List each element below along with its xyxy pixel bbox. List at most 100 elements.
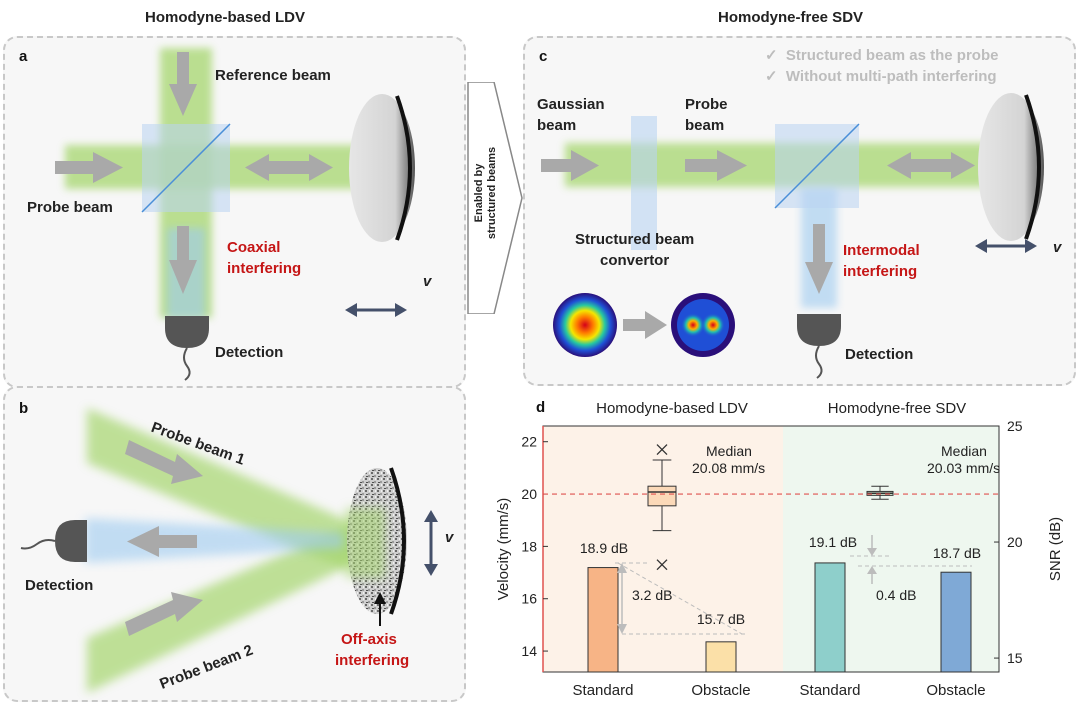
velocity-label-c: v [1053, 239, 1062, 256]
bar-label-1: 18.9 dB [580, 540, 628, 556]
panel-b-drawing [20, 408, 438, 693]
panel-b: b Probe beam 1 Probe beam 2 Detection Of… [3, 386, 466, 702]
y-axis-label-left: Velocity (mm/s) [495, 498, 512, 601]
y-axis-label-right: SNR (dB) [1047, 517, 1064, 581]
right-title: Homodyne-free SDV [718, 9, 864, 26]
x-category-label: Obstacle [926, 682, 985, 699]
plot-frame [542, 425, 1000, 673]
c-mirror [978, 93, 1044, 241]
reference-beam-label: Reference beam [215, 67, 331, 84]
check-icon: ✓ [765, 47, 786, 64]
y-tick-label-right: 25 [1007, 418, 1023, 434]
outlier-mark [656, 559, 668, 571]
off-axis-pointer [374, 592, 386, 626]
velocity-arrow-b [424, 510, 438, 576]
x-category-label: Standard [800, 682, 861, 699]
diff-annotation-right [850, 535, 972, 584]
mode-arrow [623, 311, 667, 339]
median-value-right: 20.03 mm/s [927, 460, 1000, 476]
velocity-label-a: v [423, 273, 432, 290]
panel-b-letter: b [19, 400, 29, 417]
gaussian-beam-label: beam [537, 117, 577, 134]
convertor-plate [631, 116, 657, 250]
bar-label-3: 19.1 dB [809, 534, 857, 550]
y-tick-label-left: 16 [521, 591, 537, 607]
box [866, 490, 894, 496]
probe-beam-1-shape [87, 408, 365, 568]
structured-label: Structured beam [575, 231, 695, 248]
bar [587, 567, 619, 673]
panel-c-letter: c [539, 48, 548, 65]
x-category-label: Standard [573, 682, 634, 699]
left-title: Homodyne-based LDV [145, 9, 306, 26]
detection-label-a: Detection [215, 344, 284, 361]
probe-beam-2-arrow [125, 592, 203, 636]
y-tick-label-right: 20 [1007, 534, 1023, 550]
probe-label: Probe [685, 96, 728, 113]
detection-arrow [169, 226, 197, 294]
chart-header-sdv: Homodyne-free SDV [828, 400, 966, 417]
coaxial-interfering-label: interfering [227, 260, 302, 277]
median-label-right: Median [941, 443, 987, 459]
gaussian-mode-image [553, 293, 617, 357]
bar [814, 562, 846, 673]
enabled-by-arrow: Enabled by structured beams [466, 82, 524, 314]
detector-b [20, 520, 87, 562]
bars [587, 562, 972, 673]
y-tick-label-left: 22 [521, 434, 537, 450]
check-structured-probe: ✓ Structured beam as the probe [765, 47, 999, 64]
x-categories: Standard Obstacle Standard Obstacle [573, 682, 986, 699]
detector-c [797, 314, 841, 379]
y-tick-label-left: 18 [521, 538, 537, 554]
probe-beam-1-arrow [125, 440, 203, 484]
probe-beam-label-c: beam [685, 117, 725, 134]
gaussian-label: Gaussian [537, 96, 605, 113]
probe-input-arrow [55, 152, 123, 183]
velocity-arrow [345, 303, 407, 317]
off-axis-interfering-label: interfering [335, 652, 410, 669]
ldv-background [543, 426, 783, 672]
bar [940, 571, 972, 673]
panel-d-letter: d [536, 399, 546, 416]
x-category-label: Obstacle [691, 682, 750, 699]
enabled-by-text: Enabled by structured beams [473, 146, 498, 240]
gaussian-arrow [541, 150, 599, 181]
median-label-left: Median [706, 443, 752, 459]
detection-label-c: Detection [845, 346, 914, 363]
probe-arrow [685, 150, 747, 181]
bar [705, 641, 737, 673]
check-no-multipath: ✓ Without multi-path interfering [765, 68, 997, 85]
bar-label-2: 15.7 dB [697, 611, 745, 627]
c-detection-arrow [805, 224, 833, 294]
probe-beam-2-shape [87, 528, 365, 693]
outlier-mark [656, 559, 668, 571]
return-arrow [127, 526, 197, 557]
boxplots [647, 444, 894, 571]
convertor-label: convertor [600, 252, 670, 269]
box [647, 485, 677, 507]
panel-a-letter: a [19, 48, 28, 65]
intermodal-interfering-label: interfering [843, 263, 918, 280]
c-bidirectional-arrow [887, 152, 975, 179]
outlier-mark [656, 444, 668, 456]
off-axis-label: Off-axis [341, 631, 397, 648]
median-value-left: 20.08 mm/s [692, 460, 765, 476]
reference-arrow [169, 52, 197, 116]
detection-label-b: Detection [25, 577, 94, 594]
detector-a [165, 316, 209, 381]
outlier-mark [656, 444, 668, 456]
panel-c-drawing [541, 93, 1044, 379]
y-tick-label-left: 20 [521, 486, 537, 502]
chart-header-ldv: Homodyne-based LDV [596, 400, 748, 417]
panel-c: c ✓ Structured beam as the probe ✓ Witho… [523, 36, 1076, 386]
probe-beam-label: Probe beam [27, 199, 113, 216]
intermodal-label: Intermodal [843, 242, 920, 259]
check-icon: ✓ [765, 68, 786, 85]
diff-label-left: 3.2 dB [632, 587, 672, 603]
coaxial-label: Coaxial [227, 239, 281, 256]
c-velocity-arrow [975, 239, 1037, 253]
diff-label-right: 0.4 dB [876, 587, 916, 603]
panel-a-drawing [55, 48, 415, 381]
bidirectional-arrow [245, 154, 333, 181]
